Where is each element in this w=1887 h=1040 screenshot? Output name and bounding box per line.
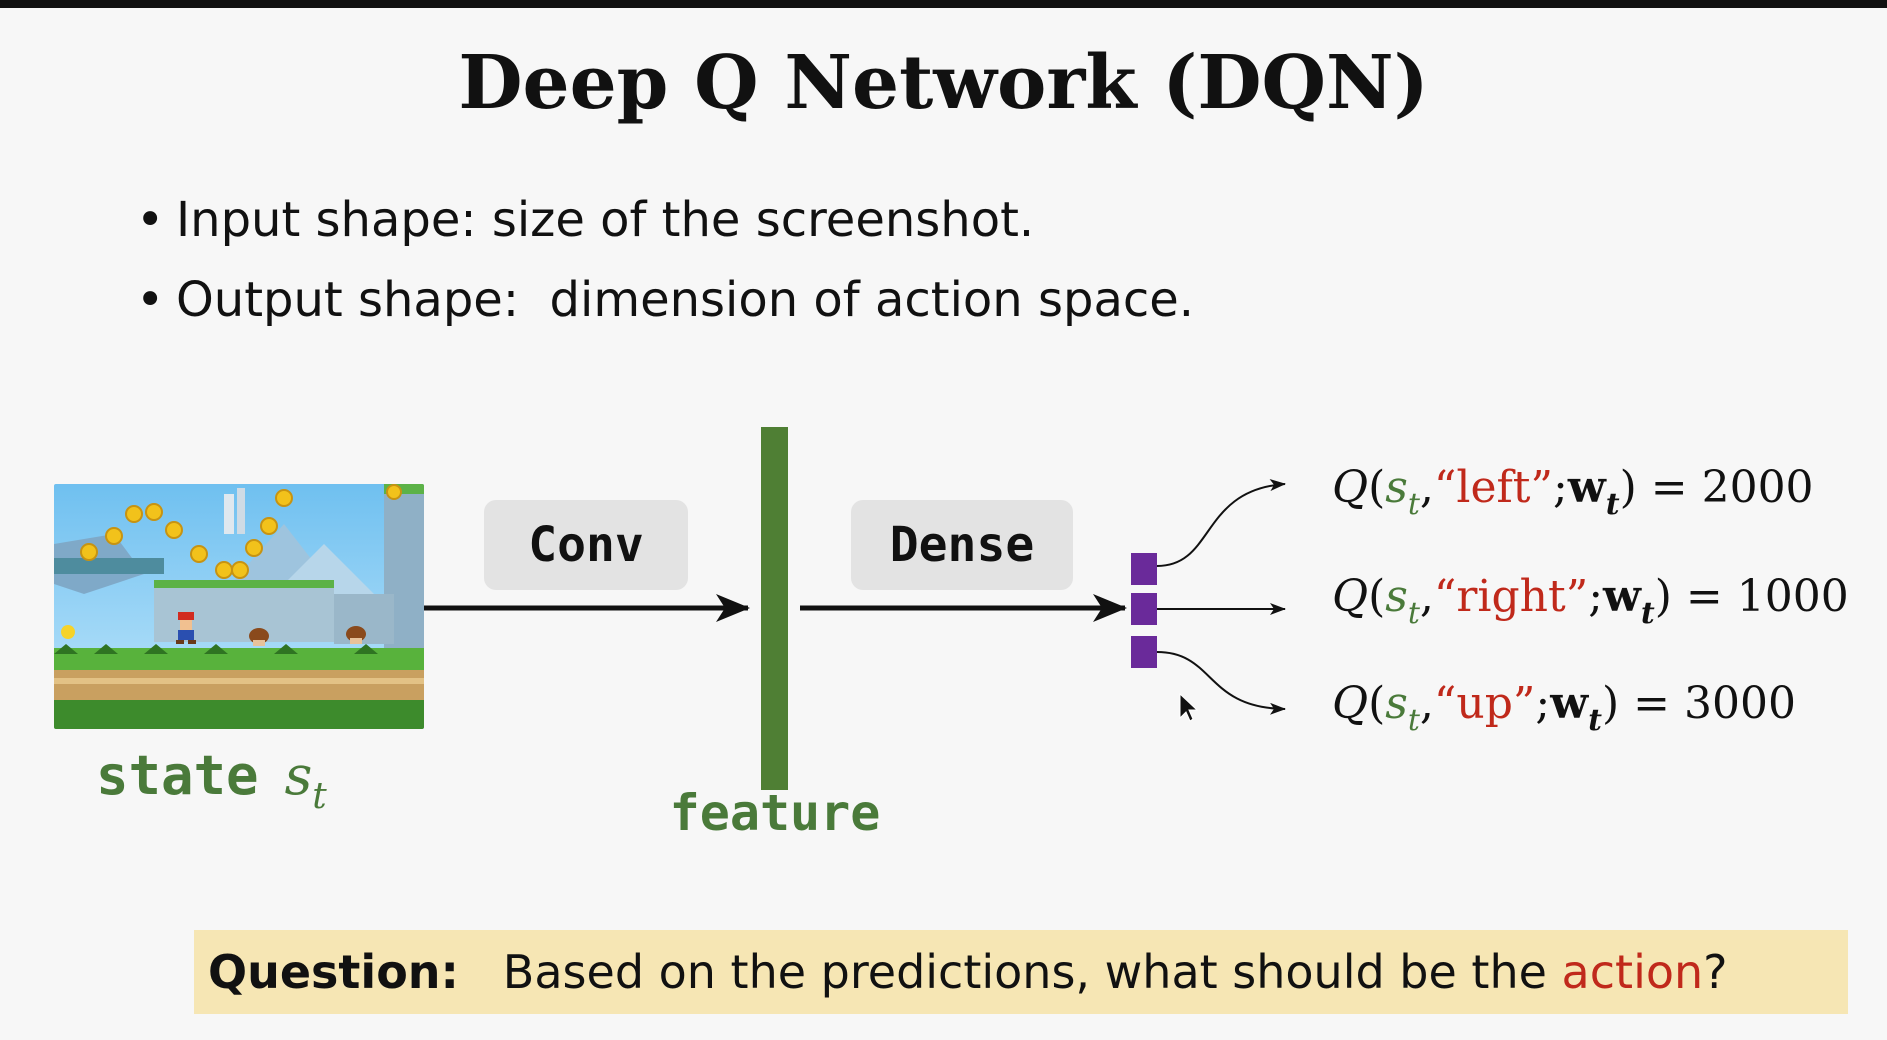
bullet-dot-icon: • bbox=[136, 272, 165, 328]
weight-base: w bbox=[1603, 571, 1641, 622]
weight-term: wt bbox=[1550, 678, 1602, 738]
semicolon: ; bbox=[1588, 571, 1604, 622]
comma: , bbox=[1419, 571, 1434, 622]
q-value: 1000 bbox=[1736, 571, 1849, 622]
weight-base: w bbox=[1550, 678, 1589, 729]
state-word: state bbox=[96, 744, 259, 807]
output-arrow-left bbox=[1156, 479, 1286, 567]
state-sub: t bbox=[1407, 487, 1420, 522]
conv-label: Conv bbox=[528, 517, 644, 573]
paren-open: ( bbox=[1368, 462, 1386, 513]
weight-term: wt bbox=[1603, 571, 1655, 631]
action-name: “right” bbox=[1433, 571, 1589, 622]
question-text: Based on the predictions, what should be… bbox=[458, 945, 1562, 999]
top-border bbox=[0, 0, 1887, 8]
state-term: st bbox=[1385, 462, 1420, 522]
feature-label: feature bbox=[669, 784, 881, 842]
dense-label: Dense bbox=[889, 517, 1035, 573]
q-symbol: Q bbox=[1332, 462, 1369, 513]
action-name: “up” bbox=[1433, 678, 1536, 729]
q-value-right: Q(st,“right”;wt) = 1000 bbox=[1332, 571, 1849, 631]
q-value-up: Q(st,“up”;wt) = 3000 bbox=[1332, 678, 1796, 738]
q-value: 2000 bbox=[1701, 462, 1814, 513]
weight-sub: t bbox=[1588, 703, 1602, 738]
bullet-item: •Input shape: size of the screenshot. bbox=[136, 180, 1194, 260]
weight-term: wt bbox=[1567, 462, 1620, 522]
paren-close: ) bbox=[1601, 678, 1620, 729]
comma: , bbox=[1419, 678, 1434, 729]
bullet-text: Output shape: dimension of action space. bbox=[176, 272, 1195, 328]
equals: = bbox=[1619, 678, 1684, 729]
weight-sub: t bbox=[1640, 596, 1655, 631]
question-highlight: action bbox=[1561, 945, 1704, 999]
equals: = bbox=[1671, 571, 1737, 622]
output-arrow-up bbox=[1156, 651, 1286, 715]
comma: , bbox=[1419, 462, 1434, 513]
state-base: s bbox=[1385, 571, 1408, 622]
question-box: Question: Based on the predictions, what… bbox=[194, 930, 1848, 1014]
q-value: 3000 bbox=[1684, 678, 1796, 729]
output-cell-left bbox=[1131, 553, 1157, 585]
weight-sub: t bbox=[1605, 487, 1620, 522]
question-label: Question: bbox=[208, 945, 459, 999]
q-symbol: Q bbox=[1332, 571, 1369, 622]
dense-layer-box: Dense bbox=[851, 500, 1073, 590]
bullet-text: Input shape: size of the screenshot. bbox=[176, 192, 1035, 248]
state-term: st bbox=[1385, 571, 1420, 631]
bullet-item: •Output shape: dimension of action space… bbox=[136, 260, 1194, 340]
bullet-dot-icon: • bbox=[136, 192, 165, 248]
weight-base: w bbox=[1567, 462, 1606, 513]
state-symbol: st bbox=[284, 744, 327, 817]
state-sub: t bbox=[1407, 596, 1420, 631]
feature-vector-bar bbox=[761, 427, 788, 790]
output-cell-up bbox=[1131, 636, 1157, 668]
state-symbol-subscript: t bbox=[312, 776, 327, 817]
state-symbol-base: s bbox=[284, 744, 313, 807]
equals: = bbox=[1636, 462, 1702, 513]
game-screenshot bbox=[54, 484, 424, 729]
paren-open: ( bbox=[1368, 571, 1386, 622]
paren-close: ) bbox=[1654, 571, 1672, 622]
slide-title: Deep Q Network (DQN) bbox=[458, 40, 1429, 126]
q-value-left: Q(st,“left”;wt) = 2000 bbox=[1332, 462, 1814, 522]
state-sub: t bbox=[1407, 703, 1420, 738]
state-base: s bbox=[1385, 678, 1408, 729]
state-base: s bbox=[1385, 462, 1408, 513]
action-name: “left” bbox=[1433, 462, 1553, 513]
game-scene-image bbox=[54, 484, 424, 729]
output-cell-right bbox=[1131, 593, 1157, 625]
paren-close: ) bbox=[1619, 462, 1637, 513]
state-term: st bbox=[1385, 678, 1420, 738]
q-symbol: Q bbox=[1332, 678, 1369, 729]
bullet-list: •Input shape: size of the screenshot. •O… bbox=[136, 180, 1194, 340]
question-end: ? bbox=[1703, 945, 1728, 999]
semicolon: ; bbox=[1552, 462, 1568, 513]
semicolon: ; bbox=[1535, 678, 1551, 729]
conv-layer-box: Conv bbox=[484, 500, 688, 590]
paren-open: ( bbox=[1368, 678, 1386, 729]
mouse-cursor-icon bbox=[1179, 692, 1199, 722]
